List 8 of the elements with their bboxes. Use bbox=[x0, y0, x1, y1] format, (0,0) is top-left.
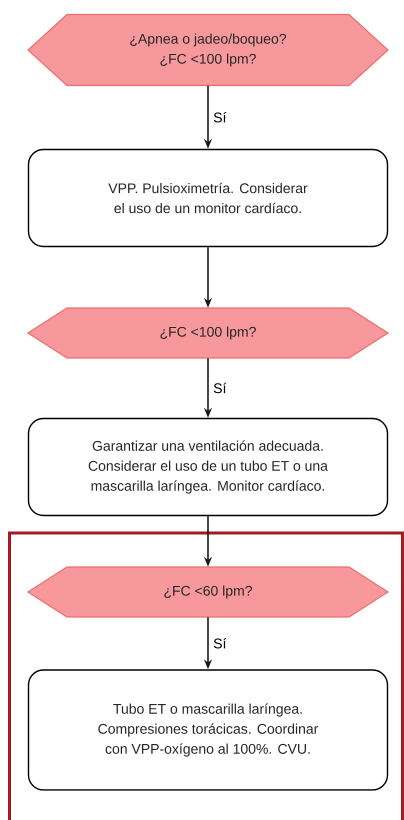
decision-hexagon: ¿Apnea o jadeo/boqueo? ¿FC <100 lpm? bbox=[27, 14, 389, 86]
edge-label: Sí bbox=[214, 638, 226, 648]
edge-label: Sí bbox=[214, 112, 226, 122]
process-box: VPP. Pulsioximetría. Considerar el uso de un monitor cardíaco. bbox=[28, 148, 388, 248]
process-box: Tubo ET o mascarilla laríngea. Compresiones torácicas. Coordinar con VPP-oxígeno al 100%. CVU. bbox=[28, 669, 388, 791]
frame bbox=[8, 532, 404, 820]
edge-label: Sí bbox=[214, 382, 226, 394]
process-box: Garantizar una ventilación adecuada. Considerar el uso de un tubo ET o una mascarilla laríngea. Monitor cardíaco. bbox=[28, 418, 388, 516]
